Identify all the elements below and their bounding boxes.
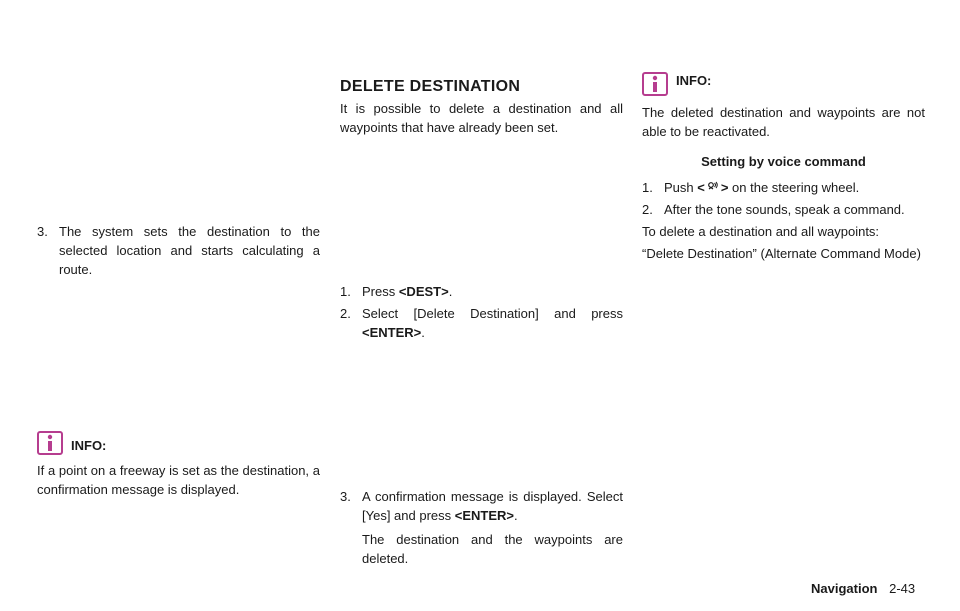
page-footer: Navigation 2-43 (811, 579, 915, 598)
step-number: 2. (340, 306, 351, 321)
step-text: After the tone sounds, speak a command. (664, 202, 905, 217)
step-text: Select [Delete Destination] and press <E… (362, 306, 623, 340)
talk-icon (705, 178, 721, 197)
col1-step-3: 3. The system sets the destination to th… (37, 222, 320, 279)
page-number: 2-43 (889, 581, 916, 596)
info-icon (642, 72, 668, 96)
step-text: The system sets the destination to the s… (59, 224, 320, 277)
step-number: 1. (642, 180, 653, 195)
step-number: 1. (340, 284, 351, 299)
col3-step-1: 1. Push <> on the steering wheel. (642, 178, 925, 197)
col3-info-text: The deleted destination and waypoints ar… (642, 105, 925, 139)
col2-step-1: 1. Press <DEST>. (340, 282, 623, 301)
col3-command: “Delete Destination” (Alternate Command … (642, 246, 921, 261)
step-note: The destination and the waypoints are de… (362, 532, 623, 566)
col3-info-header: INFO: (642, 72, 711, 96)
col3-step-2: 2. After the tone sounds, speak a comman… (642, 200, 925, 219)
col1-info-header: INFO: (37, 430, 106, 455)
step-number: 3. (37, 224, 48, 239)
col3-instruction: To delete a destination and all waypoint… (642, 224, 880, 239)
step-text: A confirmation message is displayed. Sel… (362, 489, 623, 523)
step-number: 2. (642, 202, 653, 217)
info-label: INFO: (71, 438, 107, 453)
col2-intro: It is possible to delete a destination a… (340, 101, 623, 135)
step-text: Push <> on the steering wheel. (664, 178, 860, 197)
info-label: INFO: (676, 72, 712, 88)
info-icon (37, 430, 63, 455)
voice-command-heading: Setting by voice command (701, 154, 866, 169)
enter-key: <ENTER> (454, 508, 514, 523)
section-name: Navigation (811, 581, 878, 596)
dest-key: <DEST> (398, 284, 449, 299)
step-text: Press <DEST>. (362, 284, 453, 299)
enter-key: <ENTER> (362, 325, 422, 340)
section-heading: DELETE DESTINATION (340, 78, 521, 95)
step-number: 3. (340, 489, 351, 504)
col2-step-3: 3. A confirmation message is displayed. … (340, 487, 623, 568)
col2-step-2: 2. Select [Delete Destination] and press… (340, 304, 623, 342)
col1-info-text: If a point on a freeway is set as the de… (37, 463, 320, 497)
